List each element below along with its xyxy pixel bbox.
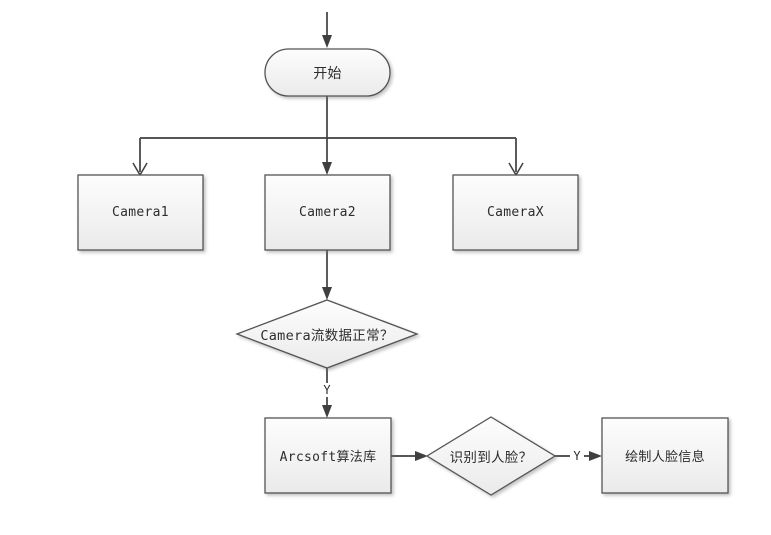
arrowhead-arcsoft (322, 405, 332, 418)
camera2-node-shape (264, 174, 391, 251)
camera1-node-shape (77, 174, 204, 251)
draw-face-node-shape (601, 417, 729, 494)
camerax-node-shape (452, 174, 579, 251)
arrowhead-facecheck (415, 451, 428, 461)
arrowhead-streamcheck (322, 287, 332, 300)
arrowhead-camera2 (322, 162, 332, 175)
face-check-diamond-shape (425, 416, 557, 496)
arrowhead-entry (322, 35, 332, 48)
arcsoft-node-shape (264, 417, 392, 494)
arrowhead-drawface (589, 451, 602, 461)
start-node-shape (264, 48, 391, 97)
stream-check-diamond-shape (235, 299, 419, 369)
